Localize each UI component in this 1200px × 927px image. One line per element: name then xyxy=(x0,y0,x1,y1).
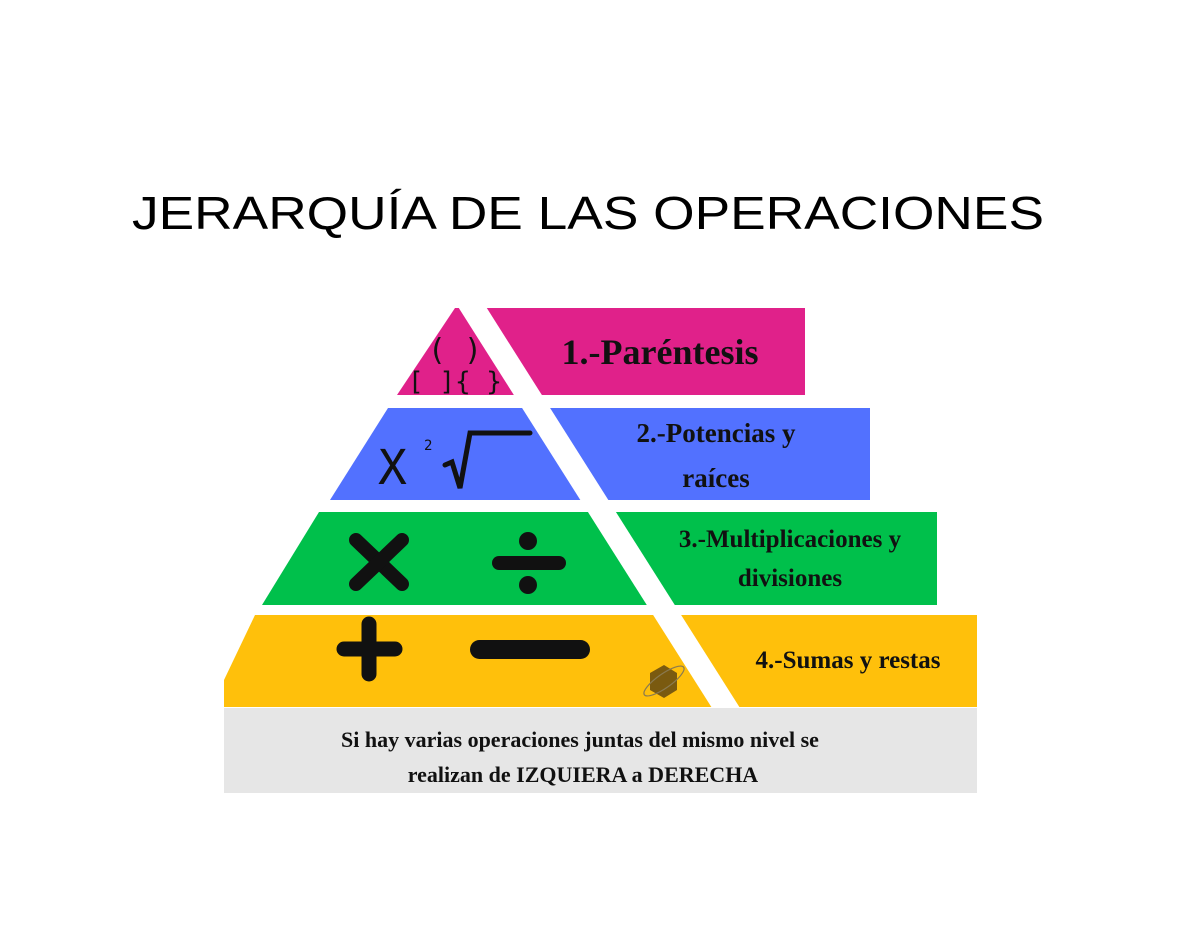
divide-icon xyxy=(492,532,566,594)
minus-icon xyxy=(470,640,590,659)
level-1-label: 1.-Paréntesis xyxy=(562,332,759,372)
multiply-icon xyxy=(349,533,409,591)
level-2-label-line2: raíces xyxy=(682,463,749,493)
level-2-band xyxy=(330,408,870,500)
page-title: JERARQUÍA DE LAS OPERACIONES xyxy=(132,187,1044,239)
note-line2: realizan de IZQUIERA a DERECHA xyxy=(408,762,759,787)
x-variable-icon: X xyxy=(378,440,407,496)
parentheses-icon: ( ) xyxy=(428,333,482,368)
note-line1: Si hay varias operaciones juntas del mis… xyxy=(341,727,819,752)
level-4-band xyxy=(224,615,977,707)
note-box xyxy=(224,708,977,793)
brand-logo xyxy=(643,665,685,698)
level-3-band xyxy=(262,512,937,605)
exponent-icon: 2 xyxy=(424,438,432,454)
plus-icon xyxy=(336,616,403,682)
level-2-label-line1: 2.-Potencias y xyxy=(637,418,796,448)
level-3-label-line2: divisiones xyxy=(738,565,842,592)
brackets-braces-icon: [ ]{ } xyxy=(408,367,502,397)
diagonal-divider xyxy=(455,302,740,708)
square-root-icon xyxy=(442,430,533,489)
level-3-label-line1: 3.-Multiplicaciones y xyxy=(679,526,902,553)
level-4-label: 4.-Sumas y restas xyxy=(756,647,941,674)
